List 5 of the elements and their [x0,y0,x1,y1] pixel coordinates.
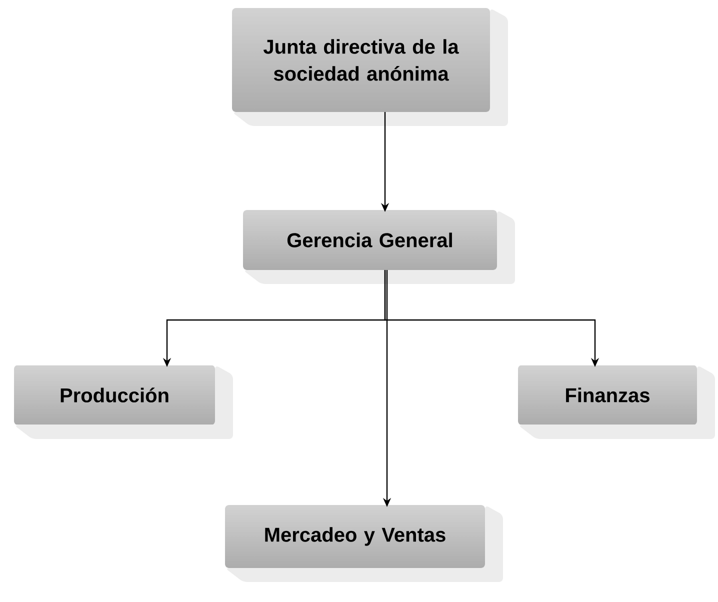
process-box: Gerencia General [243,210,515,284]
process-box: Junta directiva de la sociedad anónima [232,8,508,126]
process-box: Producción [14,365,233,439]
process-box: Finanzas [518,365,715,439]
process-box: Mercadeo y Ventas [225,505,503,582]
